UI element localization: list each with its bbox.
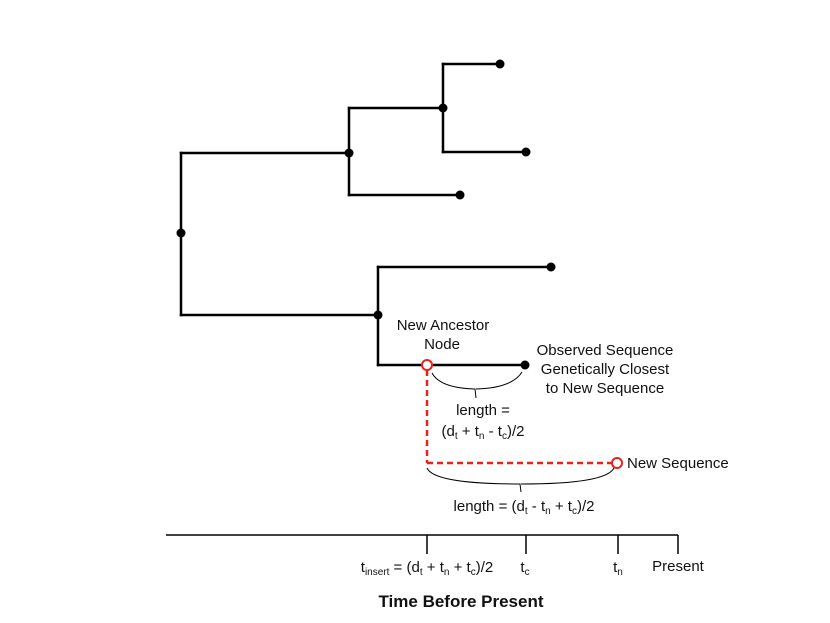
- leaf-node-1: [495, 59, 505, 69]
- observed-sequence-label-line1: Observed Sequence: [537, 342, 674, 359]
- tick-label-tn: tn: [613, 559, 623, 578]
- length-upper-label-line2: (dt + tn - tc)/2: [442, 423, 525, 442]
- length-upper-part: )/2: [507, 423, 525, 440]
- length-lower-label: length = (dt - tn + tc)/2: [454, 498, 595, 517]
- tick-label-present: Present: [652, 558, 705, 575]
- new-sequence-label: New Sequence: [627, 455, 729, 472]
- new-ancestor-label-line1: New Ancestor: [397, 317, 490, 334]
- time-axis: [166, 534, 679, 554]
- leaf-node-3: [455, 190, 465, 200]
- length-lower-part: - t: [528, 498, 546, 515]
- tree-branches: [179, 62, 553, 367]
- tick-label-tc: tc: [520, 559, 529, 578]
- length-upper-sub: t: [455, 431, 458, 442]
- upper-clade-node: [344, 148, 354, 158]
- tick-label-tinsert: tinsert = (dt + tn + tc)/2: [361, 559, 493, 578]
- new-ancestor-label-line2: Node: [424, 336, 460, 353]
- tinsert-sub: t: [420, 567, 423, 578]
- tn-sub: n: [617, 567, 623, 578]
- tc-part: t: [520, 559, 525, 576]
- tinsert-sub: c: [471, 567, 476, 578]
- tinsert-sub: insert: [365, 567, 390, 578]
- tinsert-sub: n: [444, 567, 450, 578]
- length-upper-sub: c: [502, 431, 507, 442]
- leaf-node-2: [521, 147, 531, 157]
- new-sequence-node: [611, 457, 623, 469]
- tinsert-part: + t: [423, 559, 445, 576]
- length-upper-part: + t: [458, 423, 480, 440]
- length-brace-lower: [426, 467, 615, 493]
- length-lower-part: )/2: [577, 498, 595, 515]
- lower-clade-node: [373, 310, 383, 320]
- length-brace-upper: [431, 371, 523, 399]
- length-lower-part: length = (d: [454, 498, 525, 515]
- tc-sub: c: [525, 567, 530, 578]
- length-lower-part: + t: [551, 498, 573, 515]
- tinsert-part: )/2: [476, 559, 494, 576]
- tree-nodes: [176, 59, 556, 370]
- length-upper-part: - t: [484, 423, 502, 440]
- length-lower-sub: t: [525, 506, 528, 517]
- tinsert-part: = (d: [389, 559, 419, 576]
- observed-sequence-label-line2: Genetically Closest: [541, 361, 670, 378]
- tn-part: t: [613, 559, 618, 576]
- length-lower-sub: c: [572, 506, 577, 517]
- length-upper-part: (d: [442, 423, 455, 440]
- observed-sequence-node: [520, 360, 530, 370]
- leaf-node-4: [546, 262, 556, 272]
- observed-sequence-label-line3: to New Sequence: [546, 380, 664, 397]
- tinsert-part: + t: [449, 559, 471, 576]
- length-lower-sub: n: [545, 506, 551, 517]
- insertion-path: [425, 370, 612, 465]
- length-upper-sub: n: [479, 431, 485, 442]
- length-upper-label-line1: length =: [456, 402, 510, 419]
- subclade-node: [438, 103, 448, 113]
- tinsert-part: t: [361, 559, 366, 576]
- axis-title: Time Before Present: [378, 592, 543, 611]
- new-ancestor-node: [421, 359, 433, 371]
- root-node: [176, 228, 186, 238]
